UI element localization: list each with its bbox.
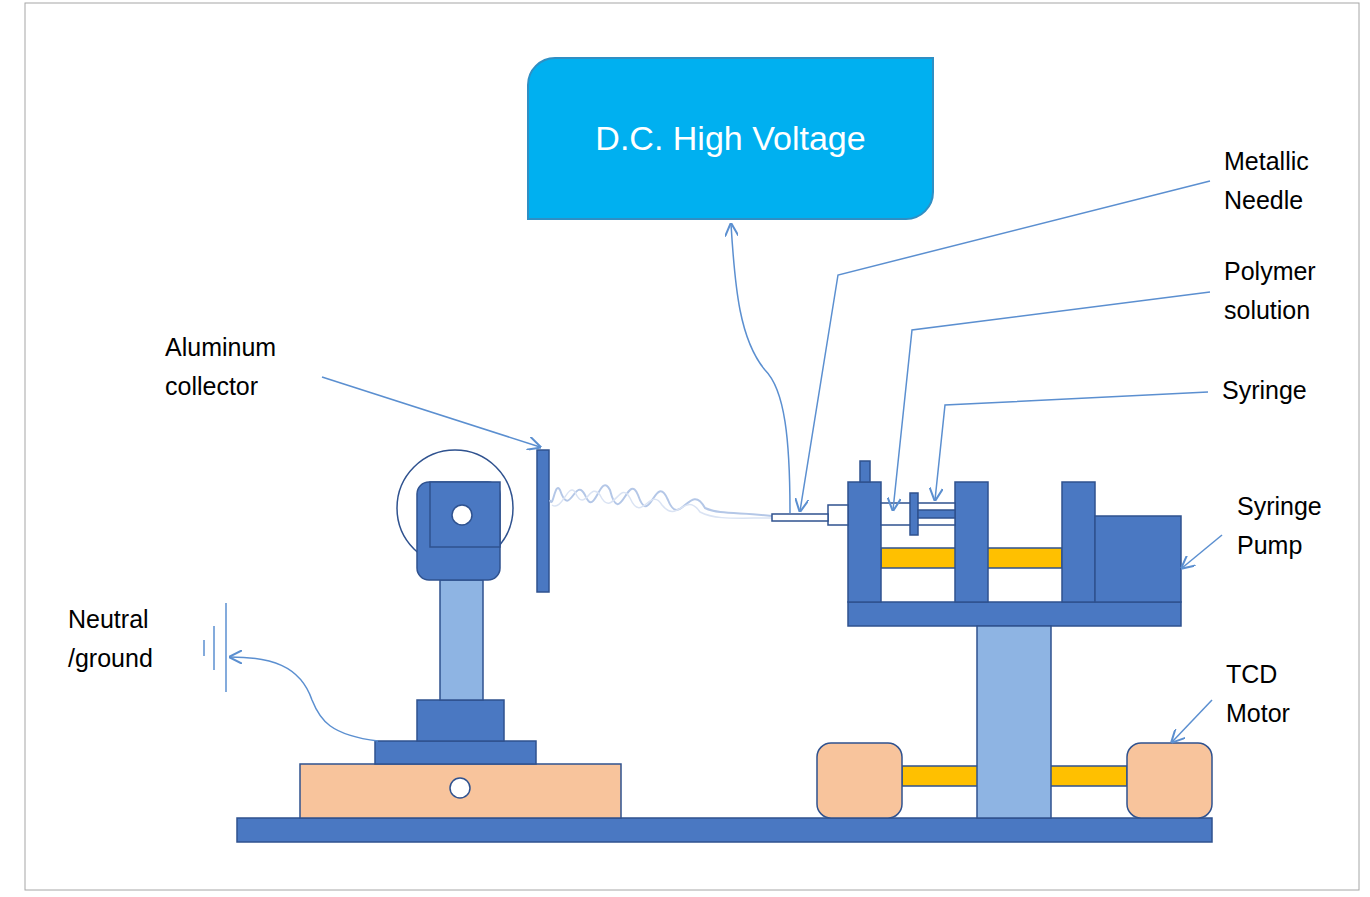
- collector-stand: [300, 450, 621, 818]
- node-label: D.C. High Voltage: [595, 118, 865, 159]
- part-label: Syringe Pump: [1237, 487, 1347, 565]
- leader-lines: [322, 181, 1222, 742]
- part-label: TCD Motor: [1226, 655, 1321, 733]
- part-label: Neutral /ground: [68, 600, 183, 678]
- ground-wire: [230, 657, 378, 741]
- high-voltage-wire: [731, 224, 790, 513]
- syringe-pump: [772, 461, 1181, 626]
- base-plate: [237, 818, 1212, 842]
- ground-symbol: [204, 603, 226, 692]
- part-label: Syringe: [1222, 371, 1352, 410]
- polymer-jet: [552, 490, 772, 518]
- part-label: Polymer solution: [1224, 252, 1354, 330]
- metallic-needle: [772, 514, 828, 521]
- frame: [25, 3, 1359, 890]
- tcd-motor-assembly: [817, 626, 1212, 818]
- part-label: Aluminum collector: [165, 328, 315, 406]
- aluminum-collector-plate: [537, 450, 549, 592]
- voltage-source-box: D.C. High Voltage: [527, 57, 934, 220]
- part-label: Metallic Needle: [1224, 142, 1349, 220]
